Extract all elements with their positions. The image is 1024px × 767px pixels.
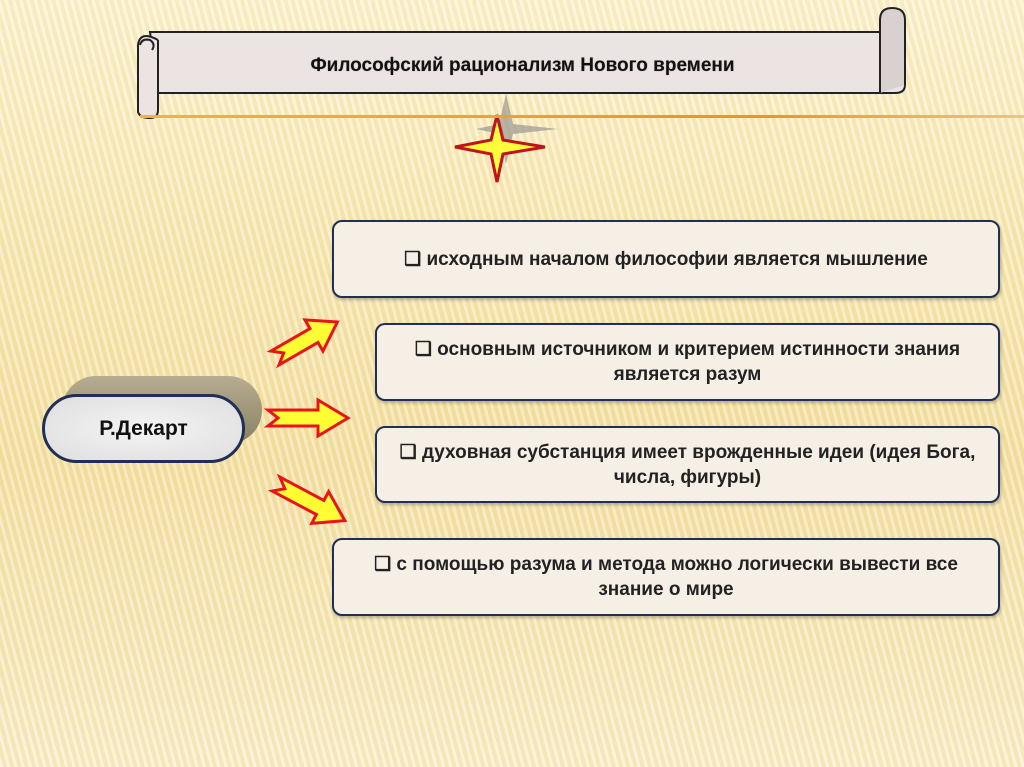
checkbox-bullet-icon: ❑ [404, 248, 422, 270]
arrows [263, 318, 351, 526]
statement-text: с помощью разума и метода можно логическ… [396, 554, 958, 600]
statement-text: духовная субстанция имеет врожденные иде… [421, 441, 976, 488]
checkbox-bullet-icon: ❑ [374, 554, 392, 575]
checkbox-bullet-icon: ❑ [399, 441, 417, 463]
arrow-up-right-icon [266, 318, 340, 369]
statement-text: основным источником и критерием истиннос… [437, 339, 961, 385]
person-name: Р.Декарт [99, 416, 188, 440]
star-icon [454, 94, 558, 183]
statement-box-3: ❑ духовная субстанция имеет врожденные и… [375, 426, 1000, 503]
statement-box-1: ❑ исходным началом философии является мы… [332, 220, 1000, 298]
statement-text: исходным началом философии является мышл… [426, 248, 928, 270]
scroll-banner [137, 6, 906, 120]
arrow-right-icon [263, 397, 351, 439]
divider [140, 115, 1024, 118]
arrow-down-right-icon [267, 473, 348, 526]
statement-box-2: ❑ основным источником и критерием истинн… [375, 323, 1000, 401]
checkbox-bullet-icon: ❑ [414, 339, 432, 360]
person-node: Р.Декарт [42, 394, 245, 463]
page-title: Философский рационализм Нового времени [310, 55, 735, 76]
statement-box-4: ❑ с помощью разума и метода можно логиче… [332, 538, 1000, 616]
